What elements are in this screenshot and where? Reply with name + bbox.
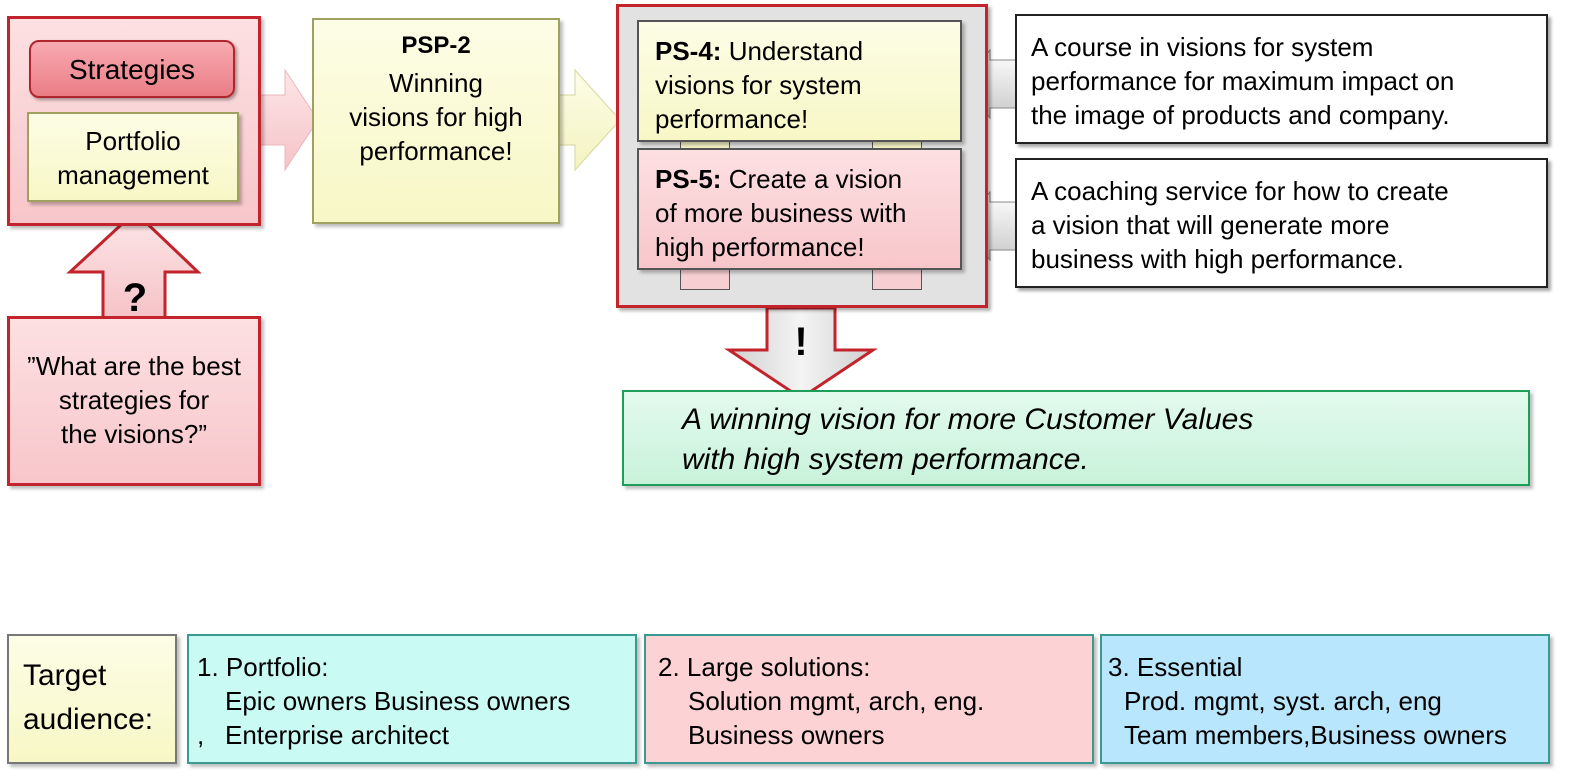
strategies-label: Strategies: [68, 54, 196, 85]
result-line1: A winning vision for more Customer Value…: [682, 403, 1254, 436]
audience-portfolio-line2: Epic owners Business owners: [225, 686, 571, 716]
ps-4-box: PS-4: Understand visions for system perf…: [637, 20, 962, 142]
audience-large-line2: Solution mgmt, arch, eng.: [688, 686, 985, 716]
strategies-button: Strategies: [29, 40, 235, 98]
ps-4-line1: PS-4: Understand: [655, 34, 960, 68]
psp-2-line2: visions for high: [349, 102, 523, 132]
audience-portfolio-line1: 1. Portfolio:: [197, 652, 329, 682]
target-audience-line1: Target: [23, 659, 107, 692]
coaching-line1: A coaching service for how to create: [1031, 176, 1449, 206]
course-line1: A course in visions for system: [1031, 32, 1374, 62]
ps-leg-left-bottom: [680, 268, 730, 290]
audience-portfolio-line3: Enterprise architect: [225, 720, 449, 750]
question-line3: the visions?”: [61, 419, 207, 449]
portfolio-label-line1: Portfolio: [85, 126, 181, 156]
arrow-psp-to-ps: [557, 68, 621, 172]
ps-4-id: PS-4:: [655, 36, 722, 66]
audience-large-line1: 2. Large solutions:: [658, 652, 871, 682]
audience-essential-box: 3. Essential Prod. mgmt, syst. arch, eng…: [1100, 634, 1550, 764]
question-box: ”What are the best strategies for the vi…: [7, 316, 261, 486]
ps-5-id: PS-5:: [655, 164, 722, 194]
audience-essential-line1: 3. Essential: [1108, 652, 1243, 682]
course-description-box: A course in visions for system performan…: [1015, 14, 1548, 144]
target-audience-label-box: Target audience:: [7, 634, 177, 764]
coaching-line3: business with high performance.: [1031, 244, 1404, 274]
question-mark: ?: [122, 276, 148, 320]
course-line2: performance for maximum impact on: [1031, 66, 1455, 96]
ps-5-line2: of more business with: [655, 198, 907, 228]
course-line3: the image of products and company.: [1031, 100, 1450, 130]
audience-portfolio-box: 1. Portfolio: Epic owners Business owner…: [187, 634, 637, 764]
ps-4-line2: visions for system: [655, 70, 862, 100]
ps-5-line3: high performance!: [655, 232, 865, 262]
arrow-ps-to-result: [724, 306, 878, 400]
ps-leg-right-bottom: [872, 268, 922, 290]
audience-large-line3: Business owners: [688, 720, 885, 750]
result-box: A winning vision for more Customer Value…: [622, 390, 1530, 486]
coaching-description-box: A coaching service for how to create a v…: [1015, 158, 1548, 288]
psp-2-id: PSP-2: [401, 32, 471, 59]
audience-large-solutions-box: 2. Large solutions: Solution mgmt, arch,…: [644, 634, 1094, 764]
ps-5-line1: PS-5: Create a vision: [655, 162, 960, 196]
psp-2-box: PSP-2 Winning visions for high performan…: [312, 18, 560, 224]
result-line2: with high system performance.: [682, 443, 1089, 476]
psp-2-line3: performance!: [359, 136, 513, 166]
ps-4-line1-rest: Understand: [721, 36, 864, 66]
audience-portfolio-comma: ,: [197, 720, 205, 750]
ps-5-line1-rest: Create a vision: [721, 164, 903, 194]
audience-portfolio-line3-row: , Enterprise architect: [197, 718, 635, 752]
psp-2-line1: Winning: [389, 68, 483, 98]
audience-essential-line3: Team members,Business owners: [1124, 720, 1507, 750]
coaching-line2: a vision that will generate more: [1031, 210, 1390, 240]
question-line2: strategies for: [58, 385, 210, 415]
question-line1: ”What are the best: [27, 351, 241, 381]
audience-essential-line2: Prod. mgmt, syst. arch, eng: [1124, 686, 1442, 716]
portfolio-label-line2: management: [57, 160, 209, 190]
exclamation-mark: !: [794, 320, 808, 364]
arrow-strategies-to-psp: [254, 68, 319, 172]
ps-5-box: PS-5: Create a vision of more business w…: [637, 148, 962, 270]
portfolio-management-box: Portfolio management: [27, 112, 239, 202]
target-audience-line2: audience:: [23, 703, 154, 736]
ps-4-line3: performance!: [655, 104, 809, 134]
